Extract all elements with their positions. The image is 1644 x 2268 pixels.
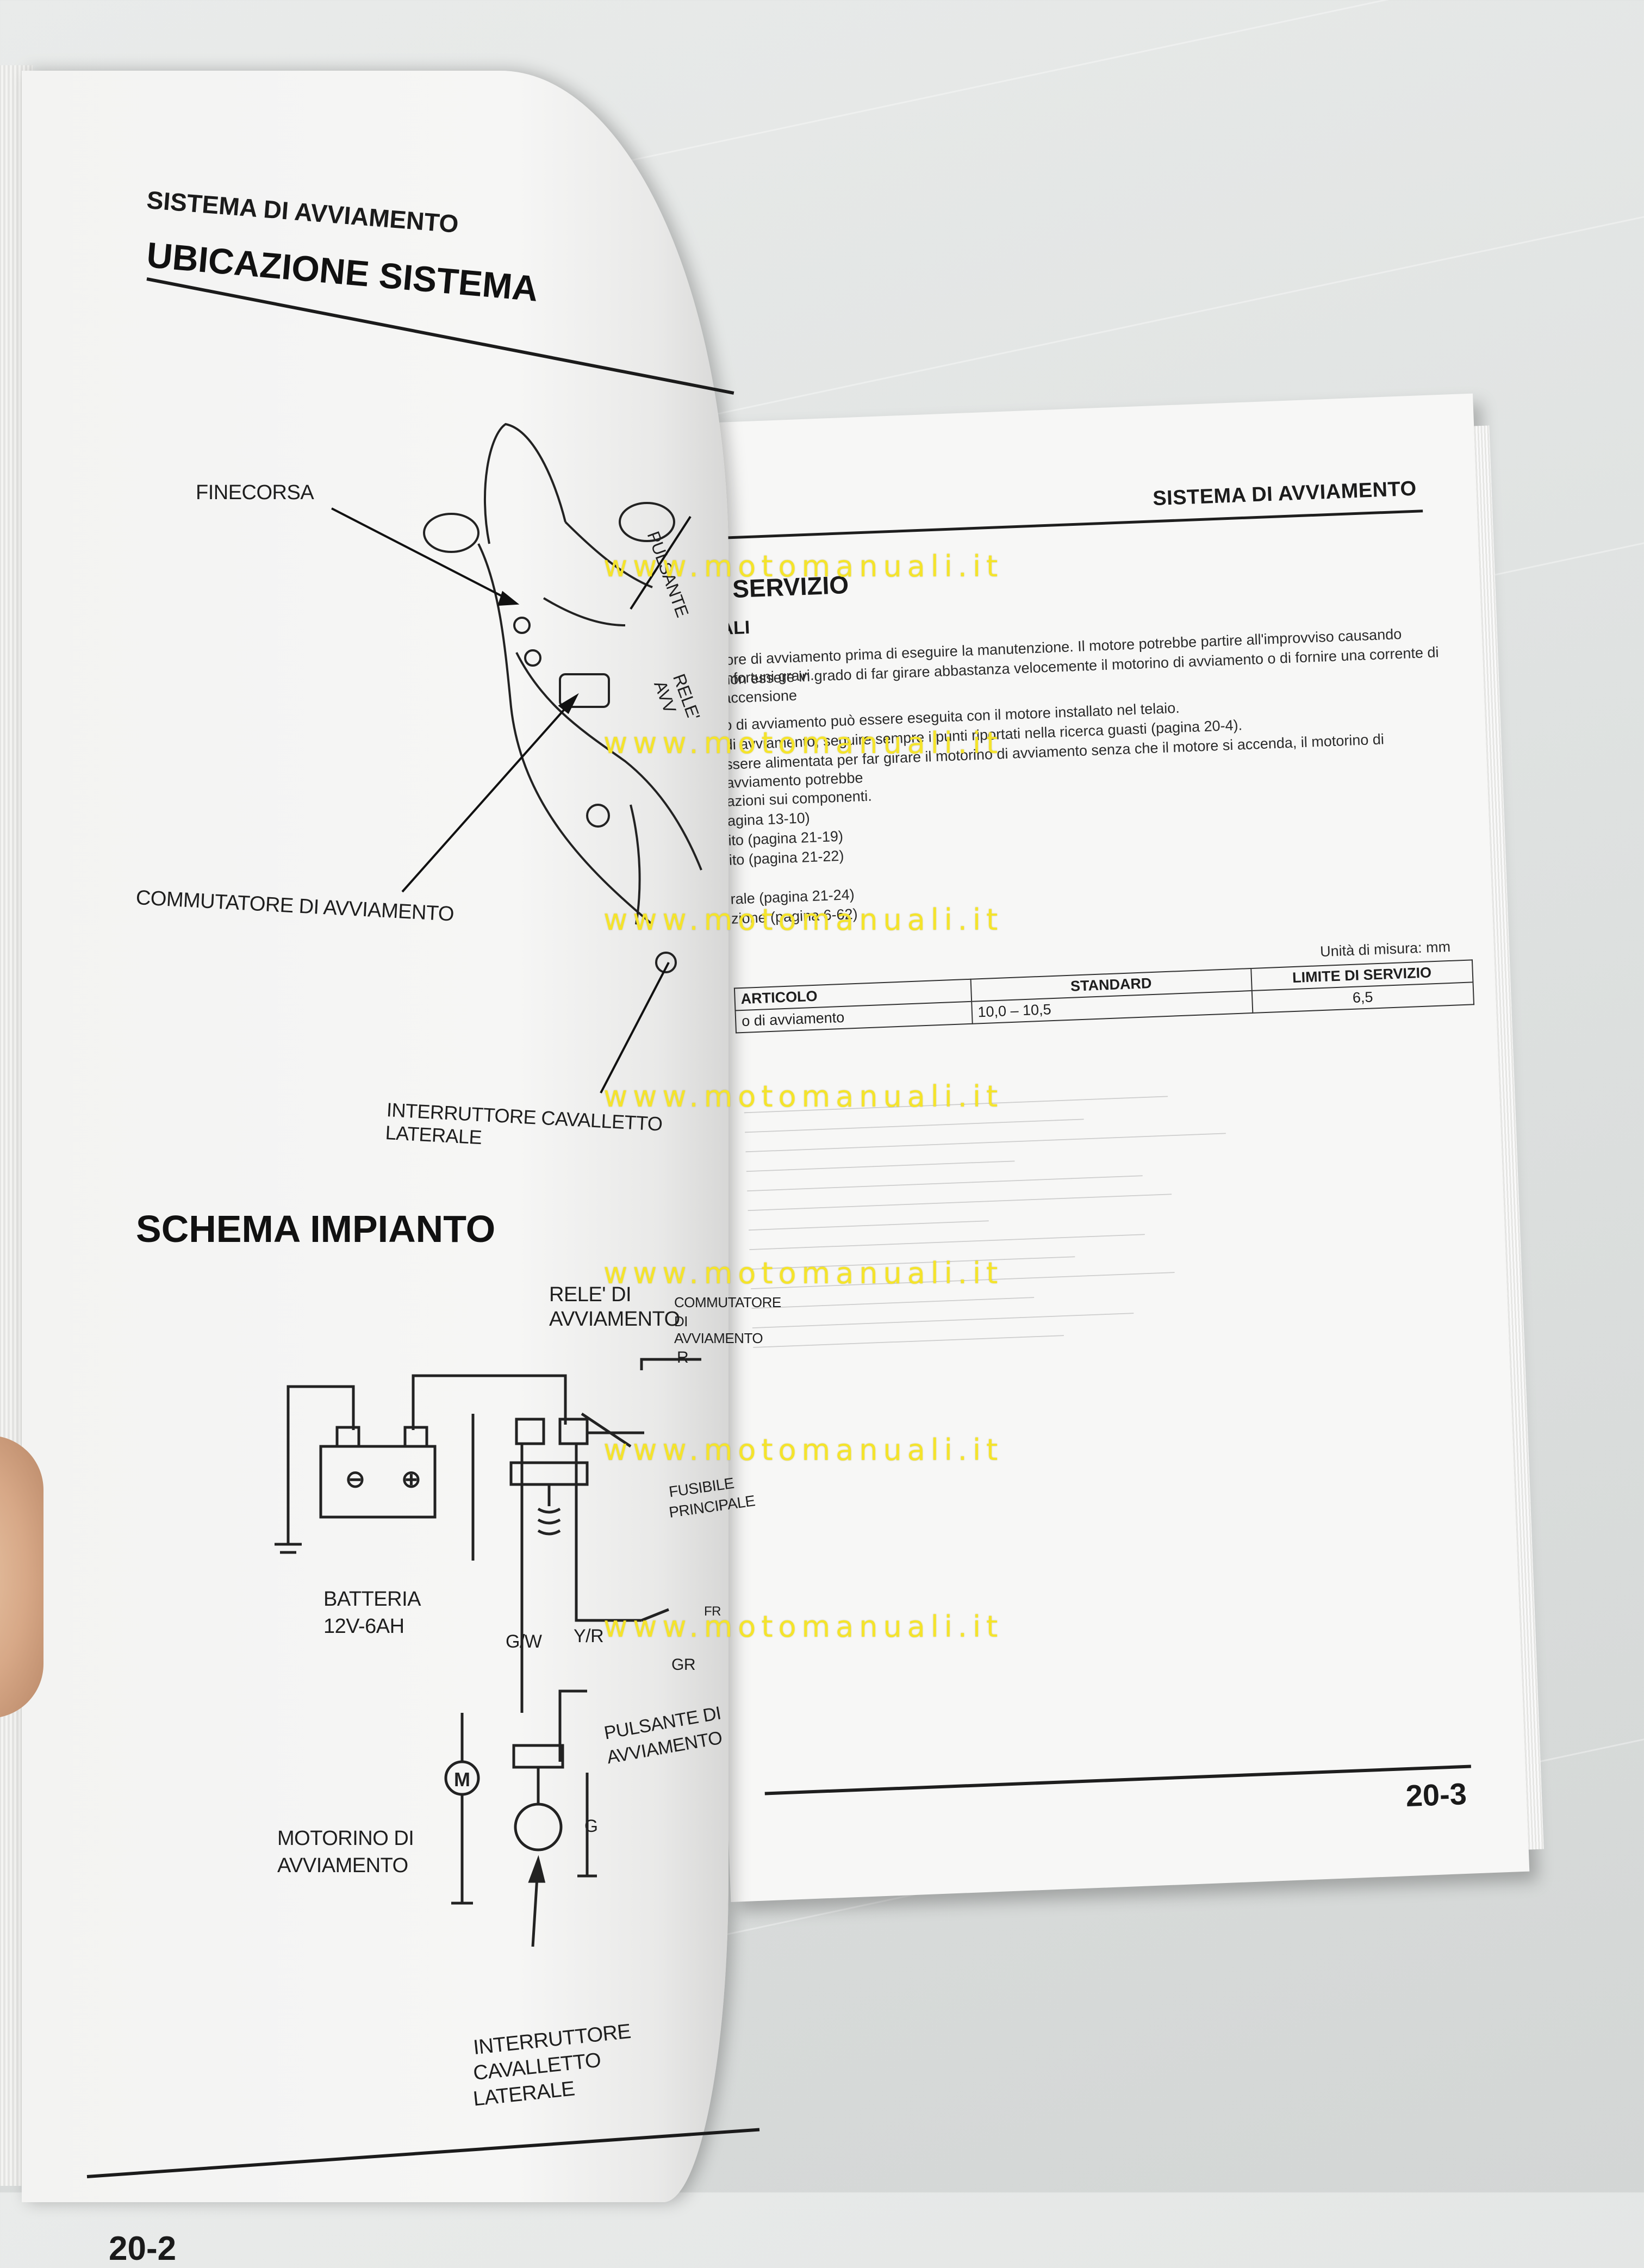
watermark-1: www.motomanuali.it <box>603 549 1004 583</box>
schema-wire-r: R <box>677 1349 689 1366</box>
schema-section-title: SCHEMA IMPIANTO <box>136 1208 496 1250</box>
schema-wire-gw: G/W <box>506 1631 542 1652</box>
schema-motorino-2: AVVIAMENTO <box>277 1854 408 1877</box>
left-manual-page: SISTEMA DI AVVIAMENTO UBICAZIONE SISTEMA… <box>22 71 781 2267</box>
schema-motorino-1: MOTORINO DI <box>277 1827 414 1850</box>
schema-rele-avviamento: AVVIAMENTO <box>549 1308 680 1331</box>
label-finecorsa: FINECORSA <box>196 481 314 504</box>
watermark-7: www.motomanuali.it <box>603 1610 1004 1644</box>
manual-illustrations: ⊖ ⊕ M <box>275 422 702 1947</box>
watermark-5: www.motomanuali.it <box>603 1256 1004 1290</box>
plus-symbol: ⊕ <box>401 1466 421 1493</box>
left-page-number: 20-2 <box>109 2230 177 2267</box>
wiring-diagram <box>275 1358 701 1947</box>
watermark-4: www.motomanuali.it <box>603 1079 1004 1114</box>
schema-batteria-spec: 12V-6AH <box>323 1615 404 1638</box>
schema-rele-di: RELE' DI <box>549 1283 632 1306</box>
schema-batteria: BATTERIA <box>323 1588 421 1611</box>
schema-di-avviamento: DI AVVIAMENTO <box>674 1313 763 1346</box>
watermark-3: www.motomanuali.it <box>603 903 1004 937</box>
thumb <box>0 1436 43 1718</box>
motor-symbol: M <box>454 1768 470 1791</box>
schema-commutatore: COMMUTATORE <box>674 1294 781 1310</box>
watermark-6: www.motomanuali.it <box>603 1433 1004 1467</box>
watermark-2: www.motomanuali.it <box>603 726 1004 760</box>
scooter-illustration <box>423 422 702 973</box>
leader-lines <box>331 507 692 1093</box>
diagram-symbols: ⊖ ⊕ M <box>345 1466 470 1791</box>
schema-wire-yr: Y/R <box>574 1626 604 1646</box>
minus-symbol: ⊖ <box>345 1466 365 1493</box>
schema-wire-fr: FR <box>704 1604 721 1619</box>
schema-wire-gr: GR <box>671 1656 696 1674</box>
